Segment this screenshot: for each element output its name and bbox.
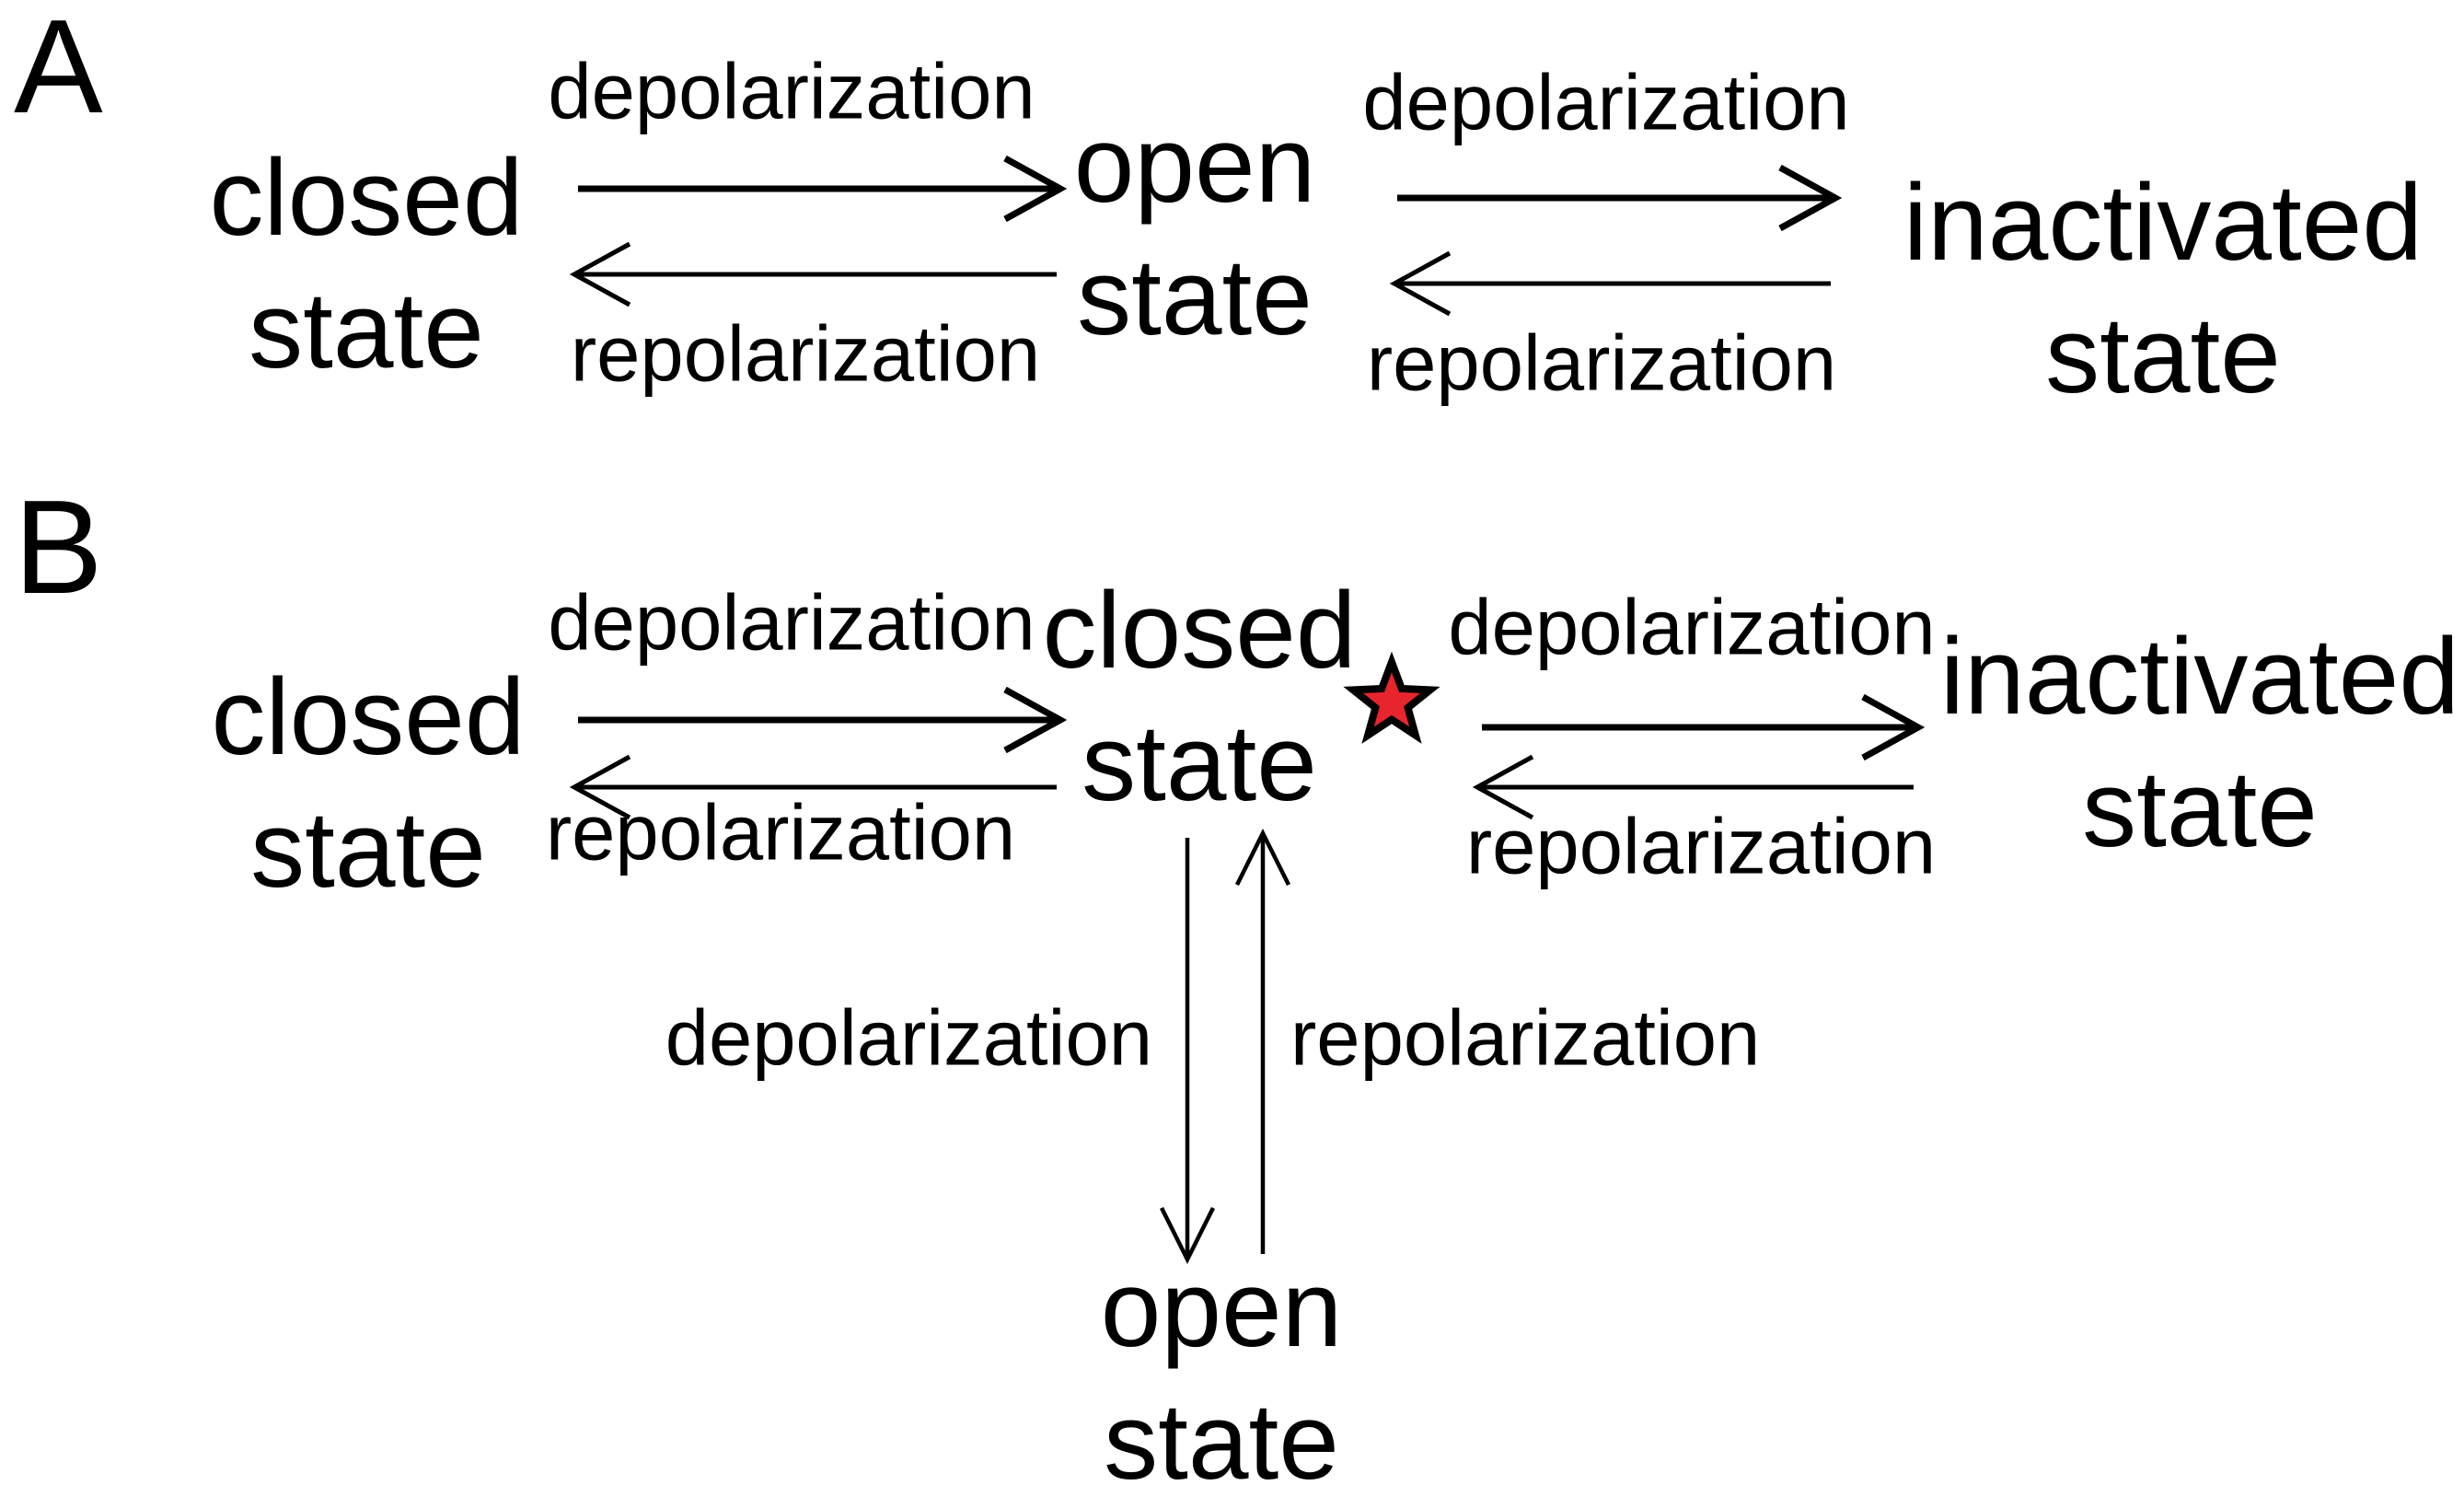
arrow-b-inactivated-to-closedstar-icon	[1472, 754, 1914, 820]
arrow-b-closedstar-to-closed-icon	[569, 754, 1057, 820]
node-b-closed-state-middle: closed state	[1042, 570, 1357, 824]
red-star-icon	[1343, 651, 1440, 744]
node-b-inactivated-state: inactivated state	[1939, 616, 2460, 870]
label-a-repolarization-1: repolarization	[570, 310, 1041, 399]
node-b-closed-state-left: closed state	[211, 656, 526, 911]
label-b-depolarization-1: depolarization	[548, 579, 1035, 667]
arrow-b-closed-to-closedstar-icon	[578, 686, 1068, 754]
arrow-a-open-to-inactivated-icon	[1397, 164, 1843, 232]
node-a-inactivated-state: inactivated state	[1903, 162, 2424, 416]
node-a-open-state: open state	[1073, 104, 1316, 358]
label-b-depolarization-2: depolarization	[1448, 584, 1936, 672]
label-a-depolarization-1: depolarization	[548, 48, 1035, 136]
panel-b-label: B	[14, 472, 103, 621]
label-b-repolarization-2: repolarization	[1465, 803, 1937, 891]
arrow-a-open-to-closed-icon	[569, 241, 1057, 308]
arrow-b-closedstar-to-open-down-icon	[1159, 838, 1216, 1265]
arrow-a-inactivated-to-open-icon	[1389, 250, 1831, 317]
node-b-open-state: open state	[1100, 1248, 1343, 1497]
label-a-repolarization-2: repolarization	[1366, 319, 1837, 408]
label-b-depolarization-vertical: depolarization	[665, 994, 1152, 1083]
arrow-b-closedstar-to-inactivated-icon	[1482, 693, 1926, 761]
arrow-b-open-to-closedstar-up-icon	[1234, 828, 1291, 1254]
arrow-a-closed-to-open-icon	[578, 155, 1068, 223]
label-b-repolarization-vertical: repolarization	[1290, 994, 1761, 1083]
panel-a-label: A	[14, 0, 103, 141]
label-a-depolarization-2: depolarization	[1362, 59, 1850, 147]
node-a-closed-state: closed state	[209, 137, 524, 391]
label-b-repolarization-1: repolarization	[545, 789, 1016, 877]
